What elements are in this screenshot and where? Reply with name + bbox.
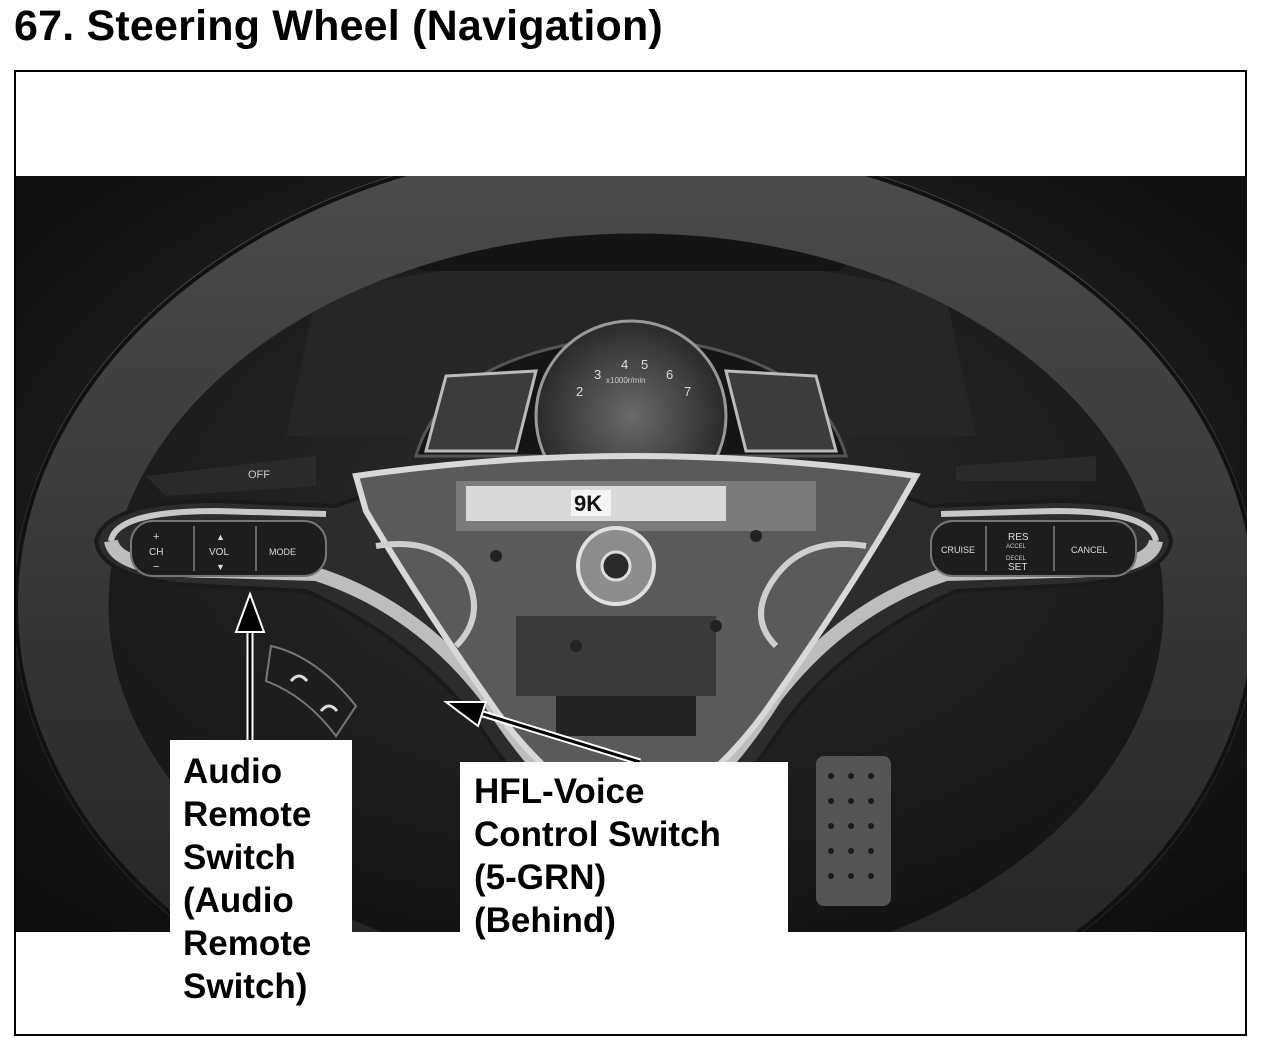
- cruise-label: CRUISE: [941, 545, 975, 555]
- callout-line: Remote: [183, 795, 312, 834]
- cruise-control-switch: CRUISE RES ACCEL DECEL SET CANCEL: [930, 520, 1137, 577]
- callout-line: Control Switch: [474, 815, 721, 854]
- callout-line: (Audio: [183, 881, 294, 920]
- ch-minus-label: −: [153, 561, 159, 573]
- gauge-number: 6: [666, 367, 673, 382]
- callout-line: HFL-Voice: [474, 772, 645, 811]
- steering-wheel-rim: [16, 176, 1247, 932]
- callout-line: Remote: [183, 924, 312, 963]
- callout-line: (5-GRN): [474, 858, 607, 897]
- hfl-switch-arrow: [443, 701, 642, 766]
- vol-up-label: ▲: [216, 532, 225, 542]
- light-off-label: OFF: [248, 469, 270, 481]
- hfl-voice-control-switch-callout: HFL-Voice Control Switch (5-GRN) (Behind…: [460, 762, 788, 940]
- hfl-buttons: [264, 644, 358, 738]
- steering-wheel-hub: 9K: [93, 453, 1174, 869]
- audio-switch-arrow: [234, 591, 266, 740]
- gauge-number: 3: [594, 367, 601, 382]
- ch-plus-label: +: [153, 531, 159, 543]
- res-label: RES: [1008, 532, 1029, 543]
- ch-label: CH: [149, 547, 163, 558]
- set-label: SET: [1008, 562, 1027, 573]
- vol-down-label: ▼: [216, 562, 225, 572]
- cancel-label: CANCEL: [1071, 545, 1108, 555]
- accel-label: ACCEL: [1006, 544, 1027, 550]
- callout-line: Switch: [183, 838, 296, 877]
- gauge-number: 2: [576, 384, 583, 399]
- audio-remote-switch-callout: Audio Remote Switch (Audio Remote Switch…: [170, 740, 352, 1018]
- gauge-unit: x1000r/min: [606, 376, 646, 385]
- gauge-number: 4: [621, 357, 628, 372]
- mode-label: MODE: [269, 547, 296, 557]
- gauge-number: 7: [684, 384, 691, 399]
- vol-label: VOL: [209, 547, 229, 558]
- page-title: 67. Steering Wheel (Navigation): [14, 2, 663, 50]
- gauge-number: 5: [641, 357, 648, 372]
- audio-remote-switch: + CH − ▲ VOL ▼ MODE: [130, 520, 327, 577]
- callout-line: Switch): [183, 967, 308, 1006]
- callout-line: Audio: [183, 752, 283, 791]
- callout-line: (Behind): [474, 901, 616, 940]
- decel-label: DECEL: [1006, 556, 1027, 562]
- sticker-label: 9K: [574, 491, 602, 516]
